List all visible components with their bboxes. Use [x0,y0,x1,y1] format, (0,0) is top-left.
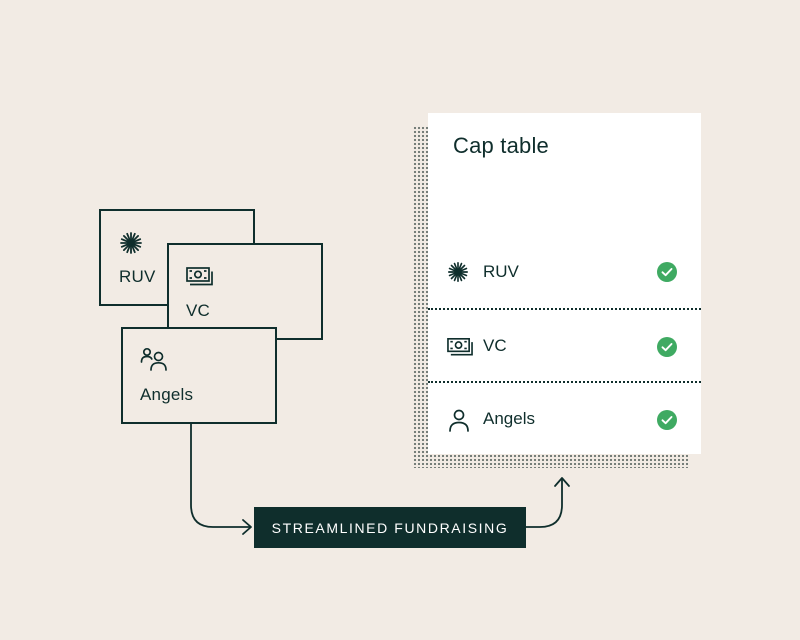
source-label-angels: Angels [140,385,194,404]
arrowhead-up [554,477,570,487]
source-label-ruv: RUV [119,267,156,286]
check-icon [657,409,677,430]
streamlined-fundraising-badge: STREAMLINED FUNDRAISING [254,507,526,548]
check-icon [657,336,677,357]
banknote-icon [447,337,473,356]
check-icon [657,261,677,282]
cap-table-row-label: Angels [483,408,535,428]
cap-table-panel: Cap table RUV [428,113,701,454]
people-icon [140,347,168,371]
connector-to-cap-table [525,478,563,528]
cap-table-row-ruv: RUV [428,235,701,308]
source-card-vc: VC [167,243,323,340]
starburst-icon [447,261,469,283]
source-label-vc: VC [186,301,211,320]
cap-table-title: Cap table [453,133,549,158]
badge-label: STREAMLINED FUNDRAISING [271,519,509,536]
starburst-icon [119,231,143,255]
person-icon [447,408,471,432]
cap-table-row-label: RUV [483,261,519,281]
cap-table-row-label: VC [483,335,507,355]
connector-to-badge [190,423,251,528]
cap-table-row-angels: Angels [428,381,701,456]
source-card-angels: Angels [121,327,277,424]
arrowhead-right [242,519,252,535]
cap-table-row-vc: VC [428,308,701,383]
banknote-icon [186,267,213,286]
